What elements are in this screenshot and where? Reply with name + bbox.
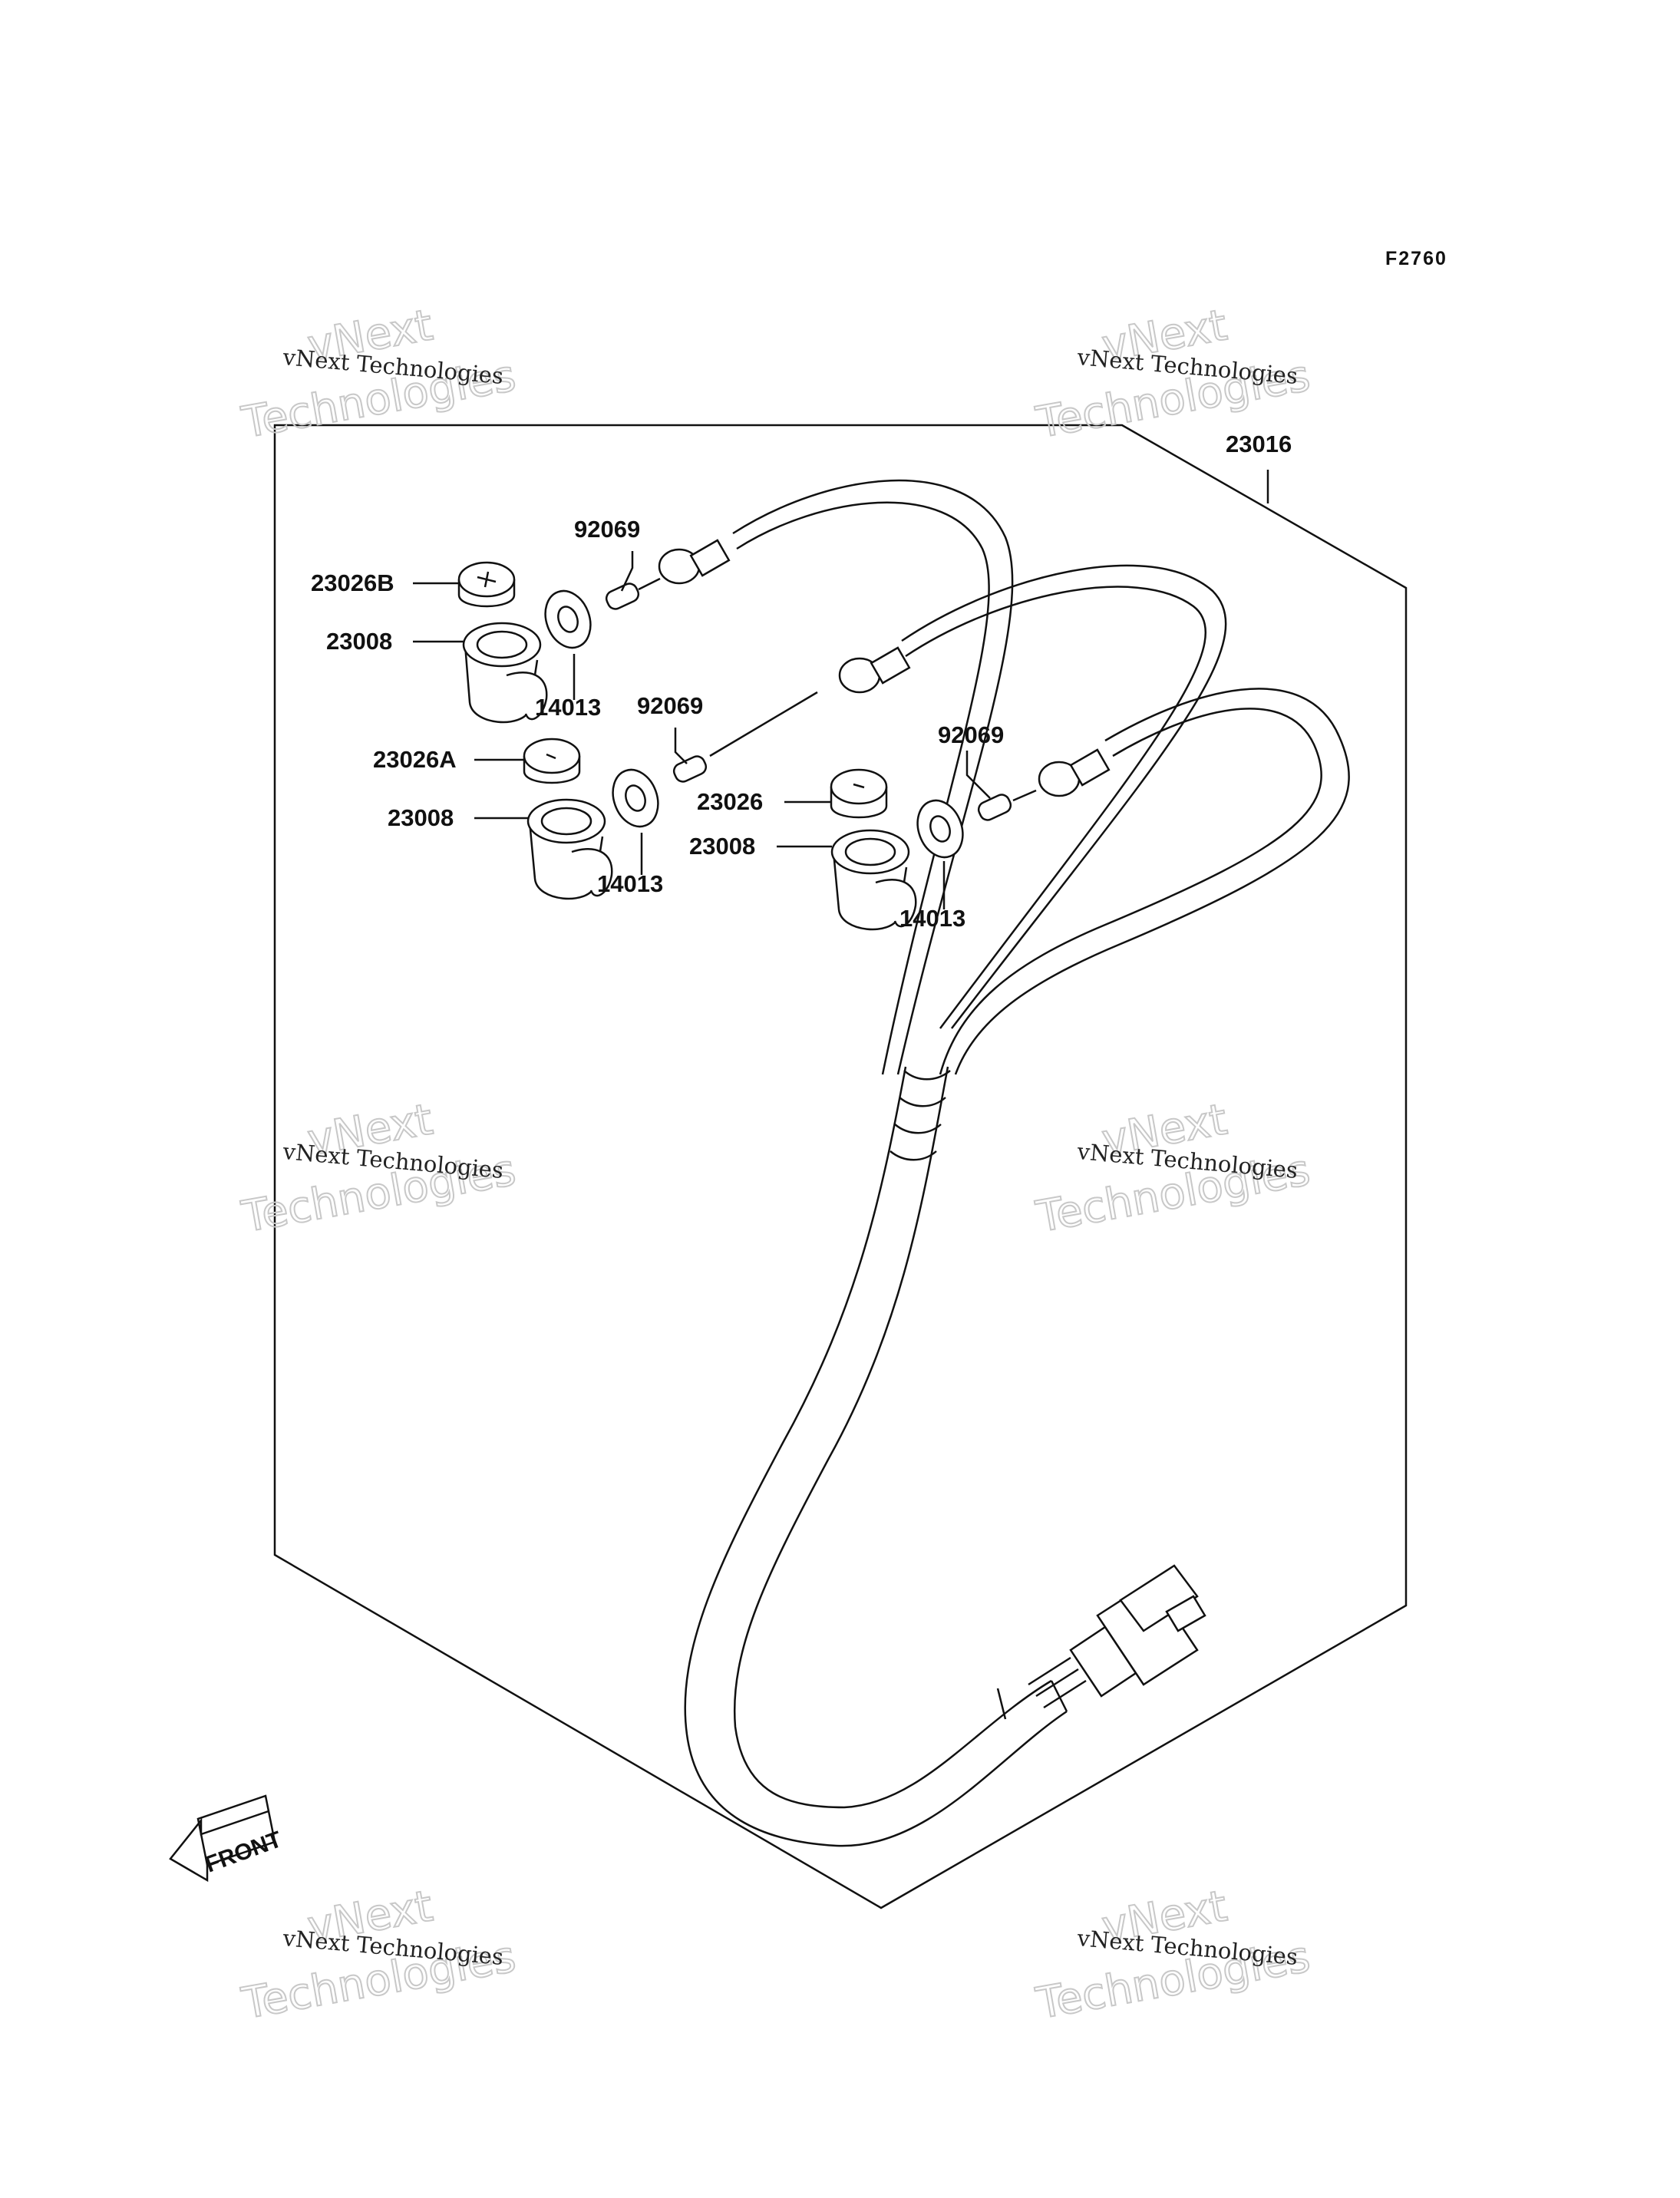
callout-bulb-3: 92069 (938, 721, 1004, 748)
bulb-connector-2 (838, 646, 911, 694)
leader-lines (413, 470, 1269, 909)
callout-cap-a: 23026A (373, 746, 457, 773)
watermark-top-right: vNext Technologies vNext Technologies (1031, 299, 1315, 449)
socket-3 (830, 829, 917, 931)
figure-code: F2760 (1385, 248, 1447, 269)
callout-bulb-2: 92069 (637, 692, 703, 719)
callout-bulb-1: 92069 (574, 516, 640, 543)
callout-socket-2: 23008 (388, 804, 454, 831)
callout-grommet-2: 14013 (597, 870, 663, 897)
watermark-bottom-right: vNext Technologies vNext Technologies (1031, 1880, 1315, 2030)
socket-1 (462, 622, 548, 724)
grommet-2 (612, 768, 659, 828)
bulb-1 (605, 577, 661, 610)
cap-a (523, 738, 581, 784)
bulb-2 (672, 691, 818, 783)
callout-grommet-1: 14013 (535, 694, 601, 721)
main-connector (1028, 1564, 1206, 1709)
callout-grommet-3: 14013 (899, 905, 965, 932)
grommet-3 (916, 799, 964, 859)
socket-2 (526, 798, 613, 900)
callout-socket-3: 23008 (689, 833, 755, 860)
watermark-top-left: vNext Technologies vNext Technologies (237, 299, 520, 449)
grommet-1 (544, 589, 592, 649)
bulb-3 (977, 789, 1037, 821)
bounding-box (273, 424, 1408, 1909)
callout-harness: 23016 (1226, 431, 1292, 457)
watermark-bottom-left: vNext Technologies vNext Technologies (237, 1880, 520, 2030)
watermark-mid-right: vNext Technologies vNext Technologies (1031, 1094, 1315, 1243)
callout-socket-1: 23008 (326, 628, 392, 655)
bulb-connector-3 (1038, 748, 1111, 797)
callout-cap: 23026 (697, 788, 763, 815)
cap-b (457, 561, 516, 608)
wiring-harness (684, 479, 1350, 1847)
bulb-connector-1 (658, 539, 731, 585)
front-arrow: FRONT (169, 1794, 285, 1883)
watermark-mid-left: vNext Technologies vNext Technologies (237, 1094, 520, 1243)
callout-cap-b: 23026B (311, 569, 394, 596)
cap-plain (830, 768, 888, 819)
